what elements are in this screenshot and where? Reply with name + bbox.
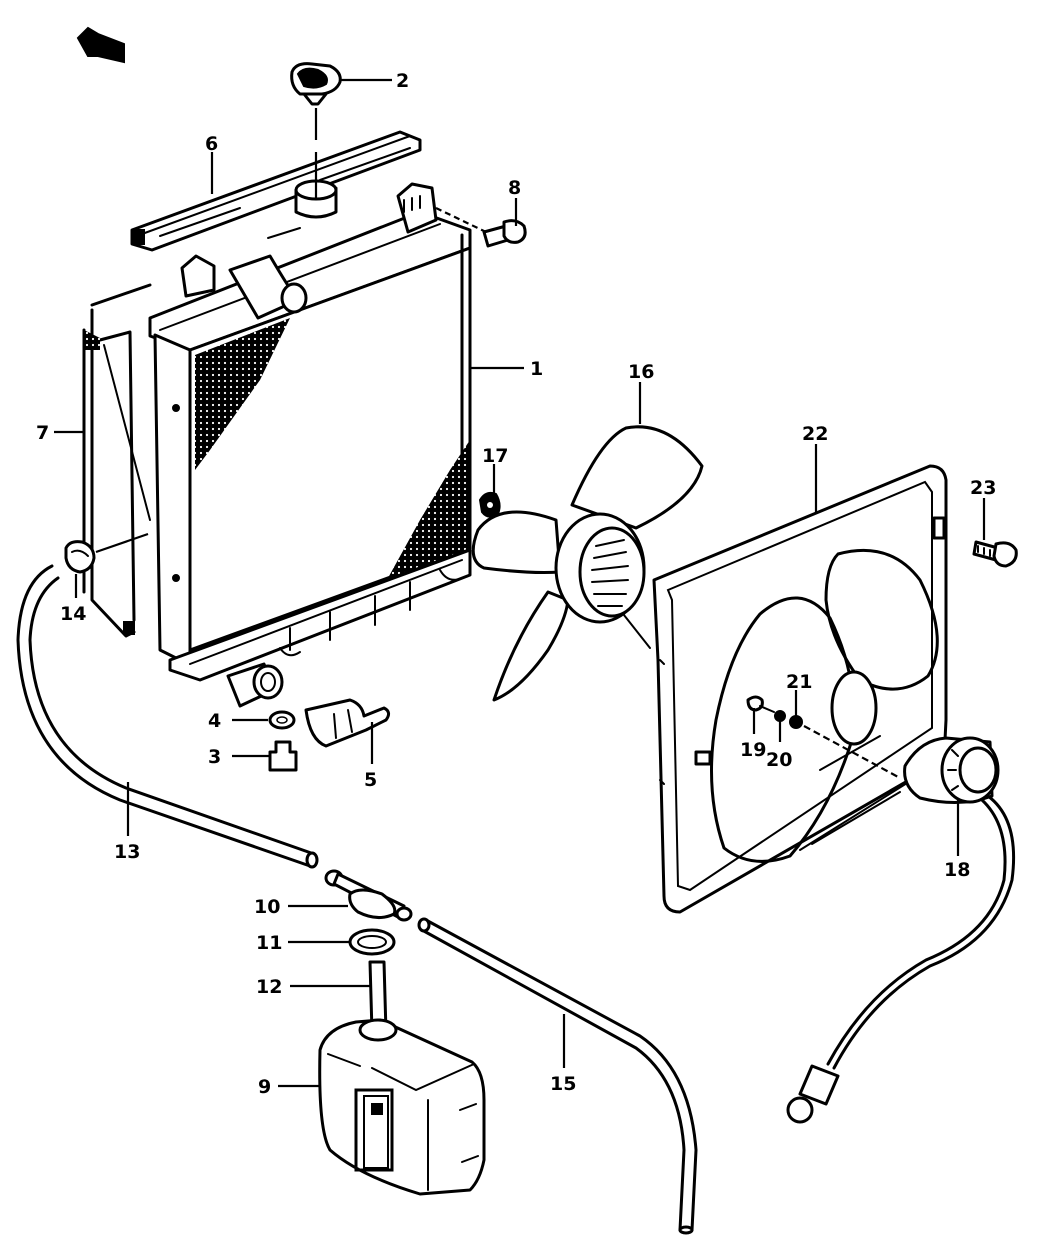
reservoir-hose bbox=[417, 917, 698, 1235]
callout-4: 4 bbox=[208, 710, 221, 732]
callout-leaders bbox=[54, 78, 986, 1088]
callout-11: 11 bbox=[256, 932, 282, 954]
callout-16: 16 bbox=[628, 361, 654, 383]
reservoir-tank bbox=[318, 1018, 486, 1196]
drain-plug-gasket bbox=[268, 710, 296, 730]
fan-motor bbox=[786, 736, 1016, 1124]
cap-seal-ring bbox=[348, 928, 396, 956]
callout-13: 13 bbox=[114, 841, 140, 863]
upper-seal-strip bbox=[130, 130, 422, 252]
callout-15: 15 bbox=[550, 1073, 576, 1095]
callout-7: 7 bbox=[36, 422, 49, 444]
callout-8: 8 bbox=[508, 177, 521, 199]
callout-20: 20 bbox=[766, 749, 792, 771]
callout-17: 17 bbox=[482, 445, 508, 467]
drain-plug bbox=[268, 740, 298, 772]
callout-23: 23 bbox=[970, 477, 996, 499]
shroud-bolt bbox=[972, 540, 1018, 568]
callout-19: 19 bbox=[740, 739, 766, 761]
callout-2: 2 bbox=[396, 70, 409, 92]
callout-22: 22 bbox=[802, 423, 828, 445]
radiator-mount-cushion bbox=[304, 698, 391, 748]
callout-9: 9 bbox=[258, 1076, 271, 1098]
callout-1: 1 bbox=[530, 358, 543, 380]
reservoir-cap bbox=[324, 869, 413, 922]
callout-3: 3 bbox=[208, 746, 221, 768]
fan-blade bbox=[471, 425, 704, 702]
callout-12: 12 bbox=[256, 976, 282, 998]
radiator-cap bbox=[290, 62, 342, 106]
nut bbox=[478, 491, 501, 518]
callout-5: 5 bbox=[364, 769, 377, 791]
overflow-hose bbox=[16, 564, 319, 869]
front-direction-arrow-icon bbox=[76, 26, 125, 64]
motor-fasteners bbox=[746, 695, 901, 779]
side-air-guide bbox=[82, 308, 151, 638]
hose-clamp bbox=[64, 532, 149, 574]
radiator bbox=[90, 179, 472, 708]
callout-21: 21 bbox=[786, 671, 812, 693]
callout-18: 18 bbox=[944, 859, 970, 881]
callout-labels: 2 6 8 1 16 7 22 17 23 14 21 4 3 19 20 5 … bbox=[36, 70, 996, 1098]
callout-6: 6 bbox=[205, 133, 218, 155]
callout-14: 14 bbox=[60, 603, 86, 625]
callout-10: 10 bbox=[254, 896, 280, 918]
